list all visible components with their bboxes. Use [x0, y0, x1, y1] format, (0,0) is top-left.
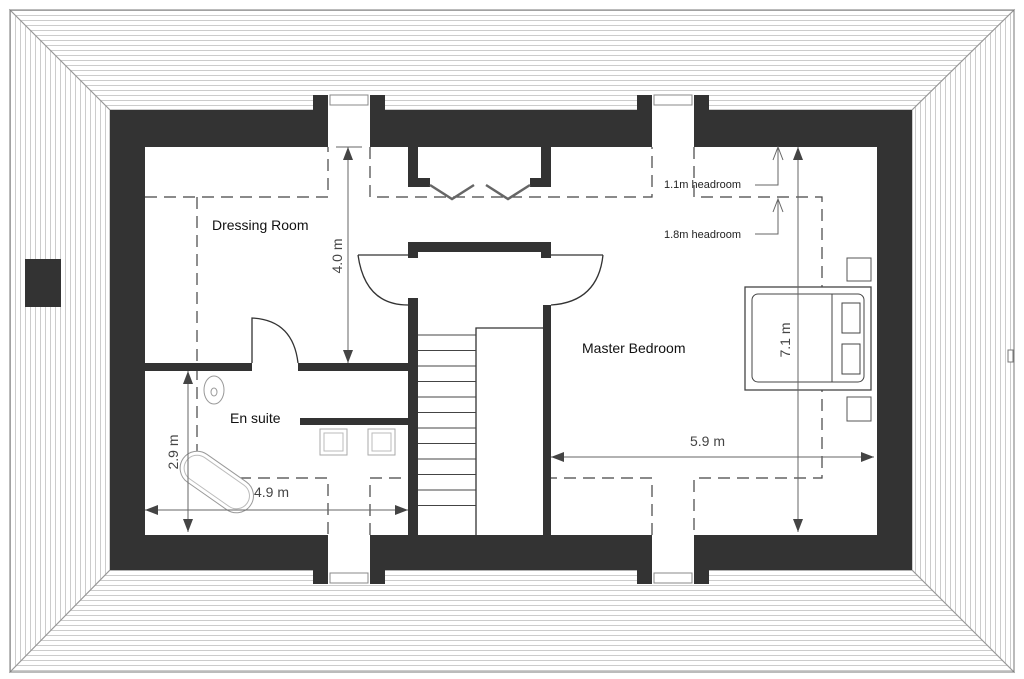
- dim-ensuite-width: 4.9 m: [254, 484, 289, 500]
- window-bottom-left: [313, 535, 385, 585]
- bedroom-furniture: [744, 257, 872, 422]
- nightstand: [846, 257, 872, 282]
- bathtub-icon: [179, 450, 254, 514]
- en-suite-door[interactable]: [251, 317, 299, 364]
- window-top-left: [313, 93, 385, 147]
- dormer-windows: [313, 93, 709, 585]
- sink-icon: [367, 428, 396, 456]
- wardrobe-doors[interactable]: [429, 183, 531, 201]
- interior-walls: [145, 147, 551, 535]
- dimension-lines: [145, 145, 874, 532]
- dim-ensuite-height: 2.9 m: [165, 434, 181, 469]
- window-bottom-right: [637, 535, 709, 585]
- sink-icon: [319, 428, 348, 456]
- bed-icon: [744, 286, 872, 391]
- toilet-icon: [203, 375, 225, 405]
- headroom-label-high: 1.8m headroom: [664, 229, 741, 241]
- bathroom-fixtures: [179, 375, 396, 514]
- window-top-right: [637, 93, 709, 147]
- headroom-label-low: 1.1m headroom: [664, 179, 741, 191]
- staircase: [418, 327, 543, 535]
- dim-dressing-height: 4.0 m: [329, 238, 345, 273]
- dim-bedroom-height: 7.1 m: [777, 322, 793, 357]
- roof-vent: [1007, 349, 1014, 363]
- landing-arc: [357, 254, 604, 306]
- dim-bedroom-width: 5.9 m: [690, 433, 725, 449]
- chimney: [25, 259, 61, 307]
- nightstand: [846, 396, 872, 422]
- room-label-en-suite: En suite: [230, 410, 281, 426]
- room-label-dressing: Dressing Room: [212, 217, 308, 233]
- roof: [8, 8, 1016, 674]
- room-label-master: Master Bedroom: [582, 340, 685, 356]
